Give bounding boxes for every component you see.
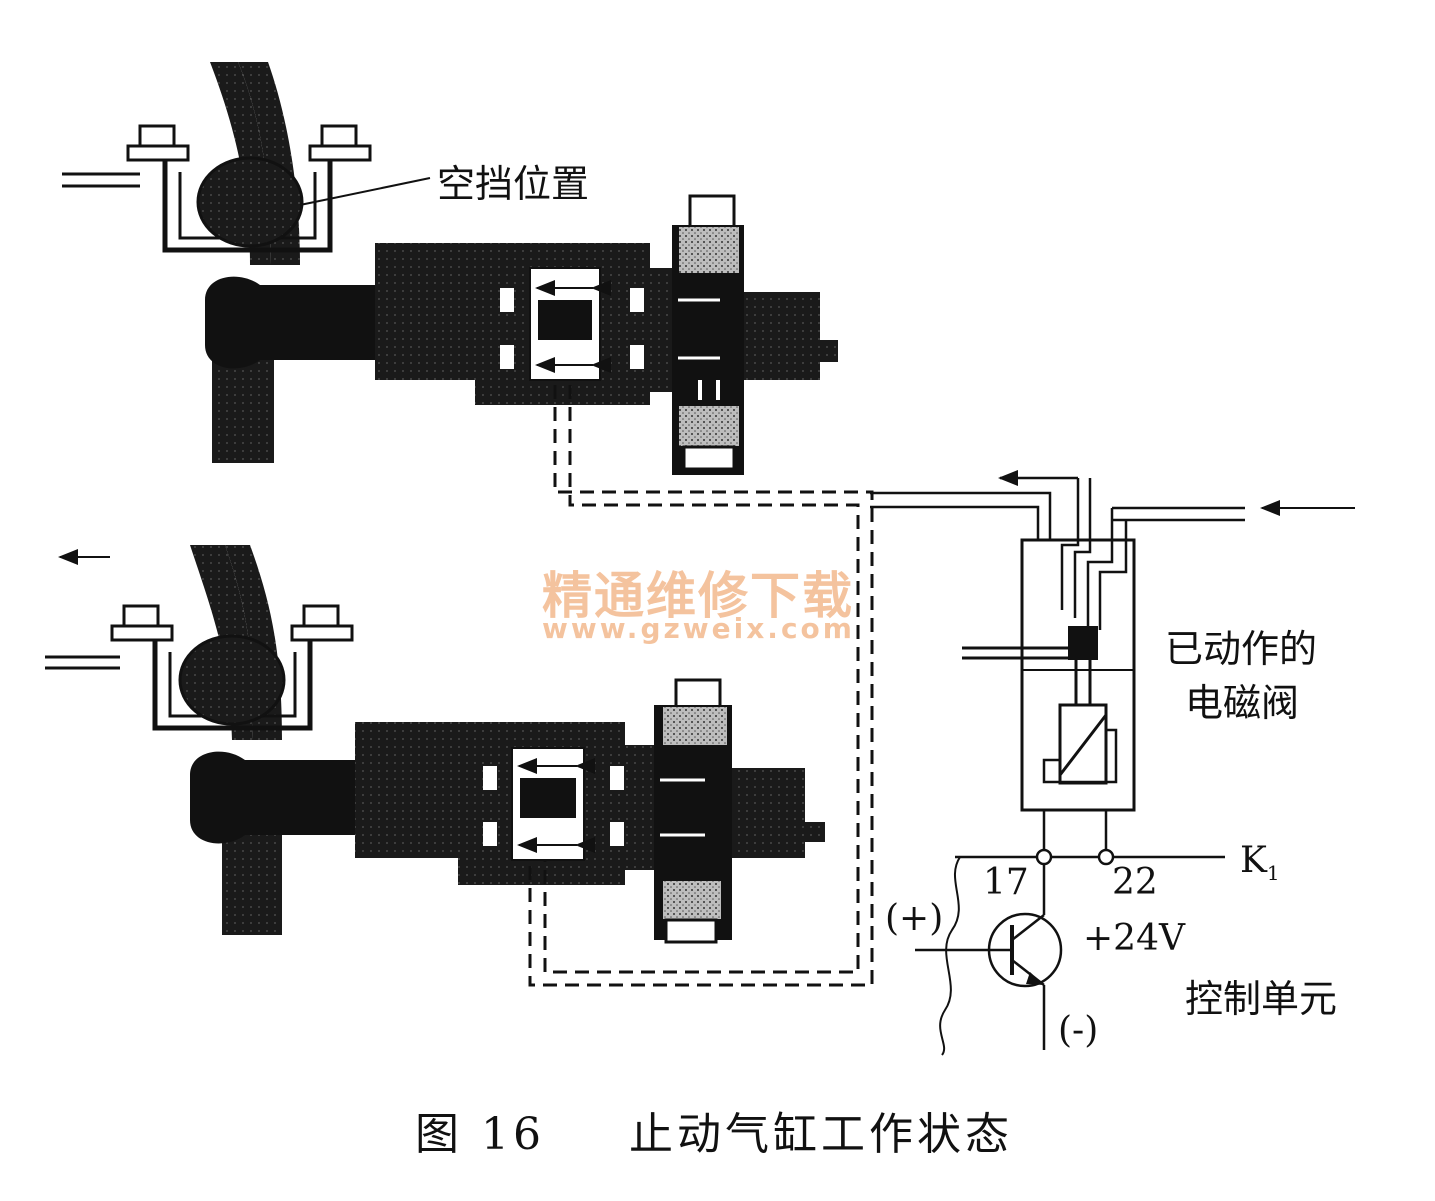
figure-title: 止动气缸工作状态: [628, 1109, 1013, 1160]
watermark-text: 精通维修下载: [542, 567, 854, 625]
figure-caption: 图 16 止动气缸工作状态: [415, 1098, 1013, 1162]
solenoid-label-line1: 已动作的: [1165, 627, 1318, 671]
terminal-22-node: [1097, 848, 1115, 866]
top-lever-lower: [212, 360, 274, 463]
control-circuit: [915, 810, 1225, 1056]
control-unit-label: 控制单元: [1185, 977, 1338, 1021]
neutral-position-label: 空挡位置: [437, 162, 590, 206]
terminal-17-node: [1035, 848, 1053, 866]
voltage-label: +24V: [1083, 918, 1185, 959]
top-cylinder-body: [375, 243, 838, 405]
minus-sign-label: (-): [1058, 1010, 1099, 1051]
top-ball-joint: [196, 156, 304, 248]
solenoid-valve: [962, 538, 1136, 812]
k1-main: K: [1240, 840, 1267, 881]
air-supply-lines: [870, 476, 1245, 630]
dashed-air-lines: [528, 385, 874, 987]
top-cylinder-assembly: [62, 62, 838, 475]
terminal-22-label: 22: [1112, 862, 1158, 903]
bottom-cylinder-assembly: [45, 545, 825, 944]
bottom-ball-joint: [178, 634, 286, 726]
k1-subscript: 1: [1266, 861, 1280, 885]
watermark-url: www.gzweix.com: [542, 612, 855, 645]
plus-sign-label: (+): [885, 898, 944, 939]
terminal-17-label: 17: [983, 862, 1029, 903]
bottom-cylinder-body: [355, 722, 825, 885]
solenoid-label-line2: 电磁阀: [1185, 681, 1300, 725]
figure-number: 图 16: [415, 1109, 545, 1160]
k1-label: K1: [1240, 840, 1280, 885]
